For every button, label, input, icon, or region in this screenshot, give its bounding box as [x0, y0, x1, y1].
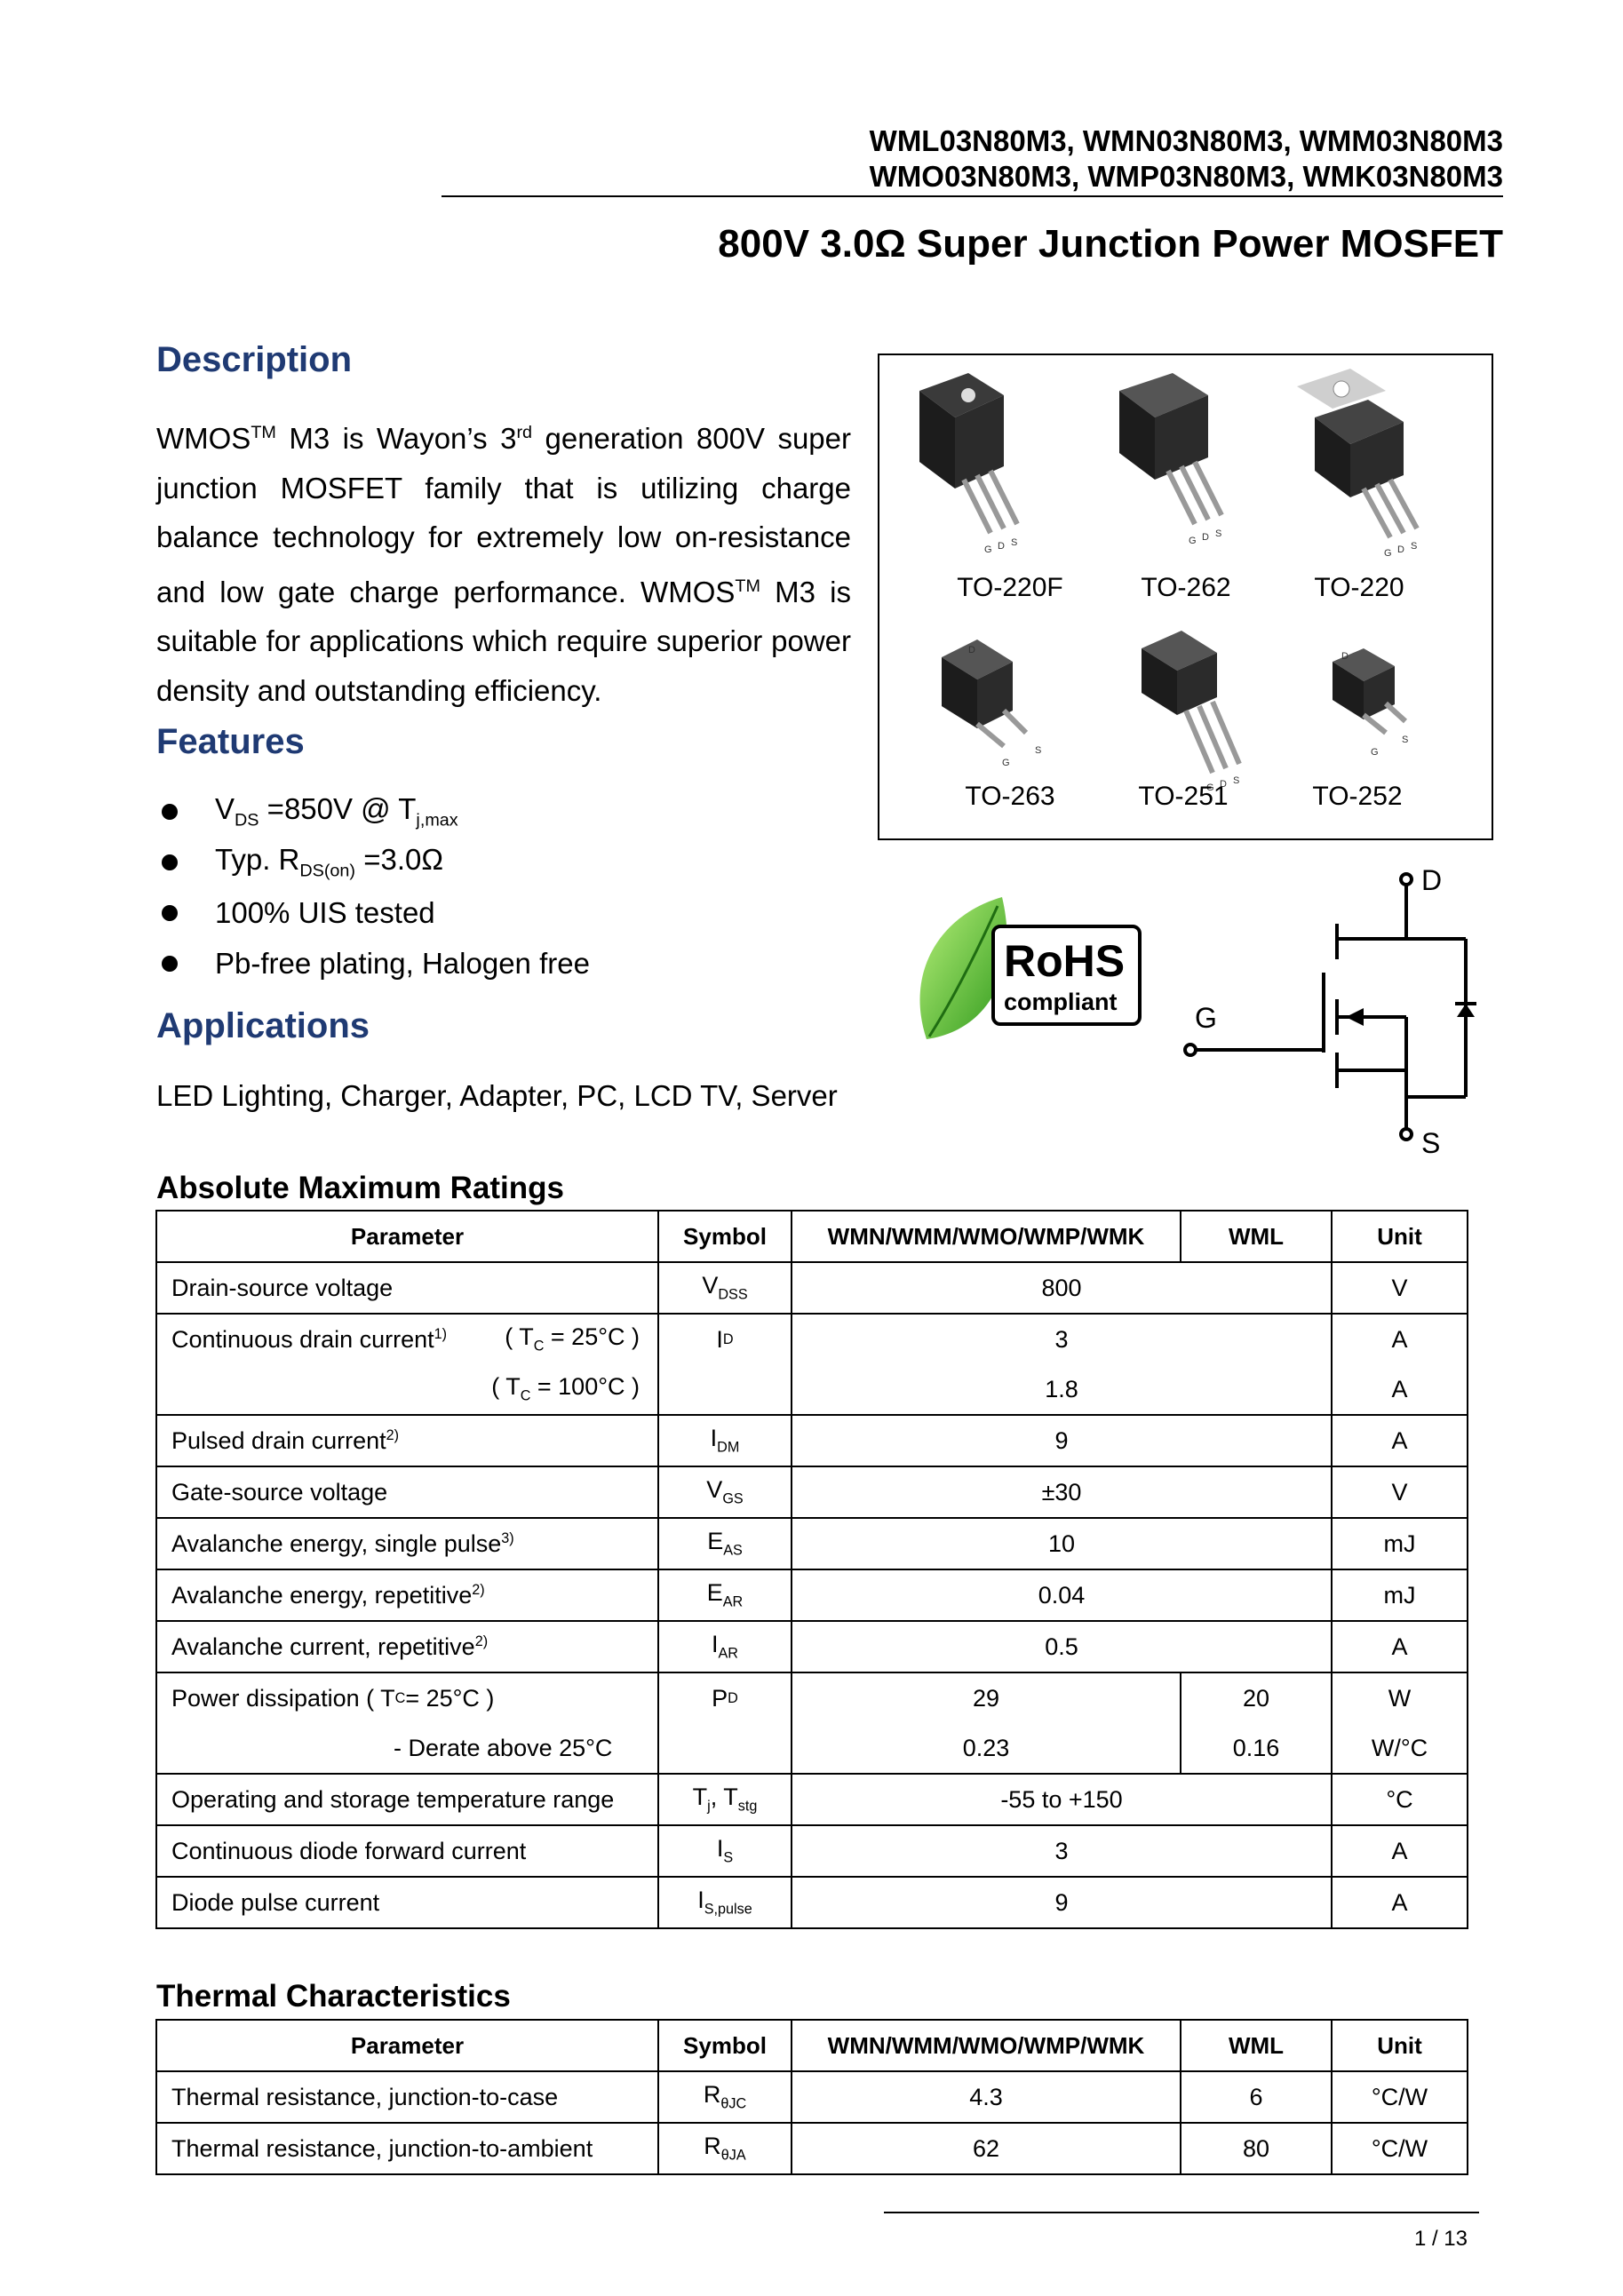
table-header-row: Parameter Symbol WMN/WMM/WMO/WMP/WMK WML…	[155, 2019, 1468, 2072]
pin-label: S	[1035, 745, 1041, 756]
feature-item: Pb-free plating, Halogen free	[156, 938, 590, 989]
pin-label: D	[1202, 532, 1209, 543]
package-label: TO-251	[1138, 782, 1229, 811]
source-label: S	[1421, 1127, 1440, 1159]
to-220-package-image	[1297, 369, 1420, 539]
page-title: 800V 3.0Ω Super Junction Power MOSFET	[718, 222, 1503, 266]
table-row: Drain-source voltage VDSS 800 V	[155, 1261, 1468, 1315]
pin-label: G	[984, 544, 992, 555]
to-251-package-image	[1142, 631, 1242, 775]
pin-label: S	[1215, 528, 1221, 539]
column-header: Symbol	[657, 1210, 792, 1263]
pin-label: G	[1189, 536, 1197, 546]
table-row: Continuous drain current1)( TC = 25°C ) …	[155, 1313, 1468, 1416]
table-row: Gate-source voltage VGS ±30 V	[155, 1466, 1468, 1519]
pin-label: D	[1220, 779, 1227, 790]
thermal-title: Thermal Characteristics	[156, 1979, 511, 2014]
header-part-numbers-line2: WMO03N80M3, WMP03N80M3, WMK03N80M3	[869, 160, 1503, 193]
page-number: 1 / 13	[1413, 2227, 1468, 2251]
table-header-row: Parameter Symbol WMN/WMM/WMO/WMP/WMK WML…	[155, 1210, 1468, 1263]
rohs-logo: RoHS compliant	[904, 893, 1144, 1048]
pin-label: G	[1002, 758, 1010, 768]
table-row: Diode pulse current IS,pulse 9 A	[155, 1876, 1468, 1929]
to-263-package-image	[942, 640, 1029, 749]
pin-label: S	[1233, 775, 1239, 786]
pin-label: D	[1341, 651, 1349, 662]
table-row: Avalanche energy, single pulse3) EAS 10 …	[155, 1517, 1468, 1570]
abs-max-table: Parameter Symbol WMN/WMM/WMO/WMP/WMK WML…	[155, 1210, 1468, 1929]
table-row: Avalanche current, repetitive2) IAR 0.5 …	[155, 1620, 1468, 1673]
rohs-subtitle: compliant	[1004, 989, 1118, 1015]
pin-label: S	[1411, 541, 1417, 552]
rohs-title: RoHS	[1004, 936, 1126, 986]
footer-rule	[884, 2212, 1479, 2213]
pin-label: D	[1397, 544, 1404, 555]
feature-item: VDS =850V @ Tj,max	[156, 786, 590, 837]
package-label: TO-220F	[957, 573, 1063, 602]
package-label: TO-252	[1312, 782, 1403, 811]
to-220f-package-image	[919, 373, 1020, 535]
mosfet-symbol-icon: D G S	[1183, 864, 1476, 1159]
description-heading: Description	[156, 340, 353, 379]
column-header: Unit	[1331, 1210, 1468, 1263]
pin-label: G	[1371, 747, 1379, 758]
table-row: Thermal resistance, junction-to-ambient …	[155, 2122, 1468, 2175]
leaf-icon	[919, 897, 1142, 1039]
table-row: Avalanche energy, repetitive2) EAR 0.04 …	[155, 1569, 1468, 1622]
column-header: WMN/WMM/WMO/WMP/WMK	[791, 1210, 1181, 1263]
column-header: Symbol	[657, 2019, 792, 2072]
to-252-package-image	[1333, 648, 1408, 735]
pin-label: S	[1402, 735, 1408, 745]
package-label: TO-220	[1314, 573, 1404, 602]
package-label: TO-262	[1141, 573, 1231, 602]
features-heading: Features	[156, 722, 305, 761]
feature-item: Typ. RDS(on) =3.0Ω	[156, 837, 590, 887]
applications-text: LED Lighting, Charger, Adapter, PC, LCD …	[156, 1079, 838, 1112]
table-row: Continuous diode forward current IS 3 A	[155, 1824, 1468, 1878]
description-text: WMOSTM M3 is Wayon’s 3rd generation 800V…	[156, 422, 851, 707]
column-header: Unit	[1331, 2019, 1468, 2072]
features-list: VDS =850V @ Tj,max Typ. RDS(on) =3.0Ω 10…	[156, 786, 590, 989]
package-images-box: G D S G D S G D S D G S G D S D G S TO-2…	[878, 354, 1493, 840]
package-label: TO-263	[965, 782, 1055, 811]
gate-label: G	[1195, 1002, 1217, 1034]
pin-label: D	[968, 645, 975, 655]
package-illustrations: G D S G D S G D S D G S G D S D G S	[919, 369, 1420, 793]
applications-heading: Applications	[156, 1006, 370, 1045]
drain-label: D	[1421, 864, 1442, 896]
table-row: Operating and storage temperature range …	[155, 1773, 1468, 1826]
column-header: WML	[1180, 2019, 1333, 2072]
feature-item: 100% UIS tested	[156, 887, 590, 938]
column-header: Parameter	[155, 1210, 659, 1263]
column-header: WML	[1180, 1210, 1333, 1263]
thermal-table: Parameter Symbol WMN/WMM/WMO/WMP/WMK WML…	[155, 2019, 1468, 2175]
to-262-package-image	[1119, 373, 1224, 526]
pin-label: G	[1384, 548, 1392, 559]
pin-label: D	[998, 541, 1005, 552]
table-row: Pulsed drain current2) IDM 9 A	[155, 1414, 1468, 1467]
table-row: Thermal resistance, junction-to-case RθJ…	[155, 2070, 1468, 2124]
pin-label: S	[1011, 537, 1017, 548]
header-part-numbers-line1: WML03N80M3, WMN03N80M3, WMM03N80M3	[869, 124, 1503, 157]
pin-label: G	[1206, 783, 1214, 793]
header-rule	[442, 195, 1503, 197]
abs-max-title: Absolute Maximum Ratings	[156, 1171, 564, 1205]
column-header: WMN/WMM/WMO/WMP/WMK	[791, 2019, 1181, 2072]
column-header: Parameter	[155, 2019, 659, 2072]
